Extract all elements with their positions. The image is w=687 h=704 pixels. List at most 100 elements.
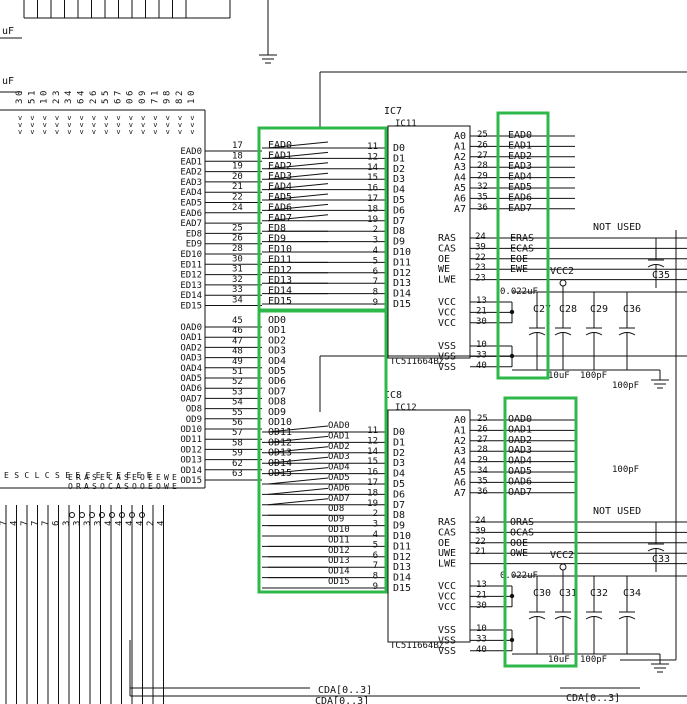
ctrl-net-label: EWE [510,264,528,275]
d-pin-num: 4 [373,246,378,256]
left-upper-pin: 20 [232,172,243,182]
d-pin-label: D12 [393,268,411,279]
left-lower-pin: 59 [232,449,243,459]
left-upper-signal: ED10 [180,250,202,260]
pin-marker: v [129,121,133,129]
ic8-d-net-label: OD11 [328,535,350,545]
bottom-letter: E [65,471,70,480]
bottom-pin-num: 3 [83,521,93,526]
a-net-label: EAD6 [508,192,532,203]
left-lower-signal: OD14 [180,466,202,476]
vss-pin-label: VSS [438,625,456,636]
d-pin-num: 16 [367,184,378,194]
bus-entry [267,193,329,201]
vcc-pin-num: 13 [476,580,487,590]
cas-letter: O [140,482,145,491]
ic7-bus-label: ED9 [268,234,286,245]
ctrl-pin-num: 22 [475,537,486,547]
a-pin-label: A4 [454,457,466,468]
left-lower-signal: OAD1 [180,333,202,343]
left-upper-signal: EAD2 [180,168,202,178]
left-upper-signal: ED13 [180,281,202,291]
left-lower-pin: 55 [232,408,243,418]
pin-marker: v [141,114,145,122]
cap-100pf-label: 100pF [580,371,607,381]
top-pin-num: 4 [77,91,87,96]
pin-marker: v [55,128,59,136]
a-pin-label: A6 [454,477,466,488]
pin-marker: v [104,114,108,122]
test-point [139,512,145,518]
cas-letter: S [124,473,129,482]
d-pin-label: D3 [393,458,405,469]
a-pin-num: 32 [477,182,488,192]
left-upper-pin: 17 [232,141,243,151]
ic8-bus-label: OD4 [268,356,286,367]
top-pin-num: 1 [27,91,37,96]
ic8-d-net-label: OAD2 [328,442,350,452]
cas-letter: S [92,482,97,491]
d-pin-label: D10 [393,247,411,258]
ctrl-net-label: OOE [510,538,528,549]
a-net-label: OAD5 [508,466,532,477]
capacitor-plate-curved [647,264,665,268]
left-lower-pin: 62 [232,459,243,469]
pin-marker: v [190,121,194,129]
left-lower-pin: 63 [232,469,243,479]
left-upper-signal: ED15 [180,302,202,312]
d-pin-label: D6 [393,205,405,216]
ic8-bus-label: OD6 [268,376,286,387]
ic8-d-net-label: OAD3 [328,452,350,462]
ctrl-net-label: OWE [510,548,528,559]
ic8-bus-label: OD10 [268,417,292,428]
left-upper-signal: EAD4 [180,188,202,198]
a-pin-label: A4 [454,173,466,184]
capacitor-plate-curved [585,616,603,620]
d-pin-num: 5 [373,540,378,550]
ic-part-number: TC511664BZ [390,641,445,651]
a-pin-label: A1 [454,425,466,436]
test-point [119,512,125,518]
ic8-d-net-label: OD10 [328,525,350,535]
d-pin-num: 6 [373,267,378,277]
a-net-label: EAD1 [508,140,532,151]
top-pin-num: 0 [15,91,25,96]
pin-marker: v [116,121,120,129]
left-upper-pin: 26 [232,234,243,244]
capacitor-plate-curved [585,332,603,336]
test-point [89,512,95,518]
a-net-label: OAD0 [508,414,532,425]
cas-letter: S [92,473,97,482]
vcc2-terminal [559,279,567,287]
ic8-d-net-label: OAD6 [328,483,350,493]
d-pin-num: 15 [367,457,378,467]
junction-dot [509,637,515,643]
a-pin-label: A7 [454,204,466,215]
left-lower-pin: 46 [232,326,243,336]
ic8-d-net-label: OAD0 [328,421,350,431]
ctrl-pin-label: LWE [438,275,456,286]
d-pin-label: D0 [393,143,405,154]
left-lower-pin: 54 [232,398,243,408]
d-pin-num: 17 [367,478,378,488]
test-point [79,512,85,518]
ic8-d-net-label: OAD4 [328,463,350,473]
vcc2-label: VCC2 [550,266,574,277]
cas-letter: A [84,482,89,491]
top-pin-num: 2 [52,99,62,104]
vss-pin-num: 10 [476,624,487,634]
cas-letter: E [148,482,153,491]
a-net-label: EAD3 [508,161,532,172]
capacitor-plate-curved [528,332,546,336]
ctrl-pin-num: 39 [475,526,486,536]
top-pin-num: 5 [101,91,111,96]
left-upper-pin: 21 [232,182,243,192]
cda-left-label: CDA[0..3] [318,685,372,696]
bus-entry [267,183,329,191]
ic8-bus-label: OD1 [268,325,286,336]
vcc2-terminal [559,563,567,571]
left-upper-pin: 19 [232,162,243,172]
capacitor-plate-curved [528,616,546,620]
a-pin-label: A3 [454,162,466,173]
